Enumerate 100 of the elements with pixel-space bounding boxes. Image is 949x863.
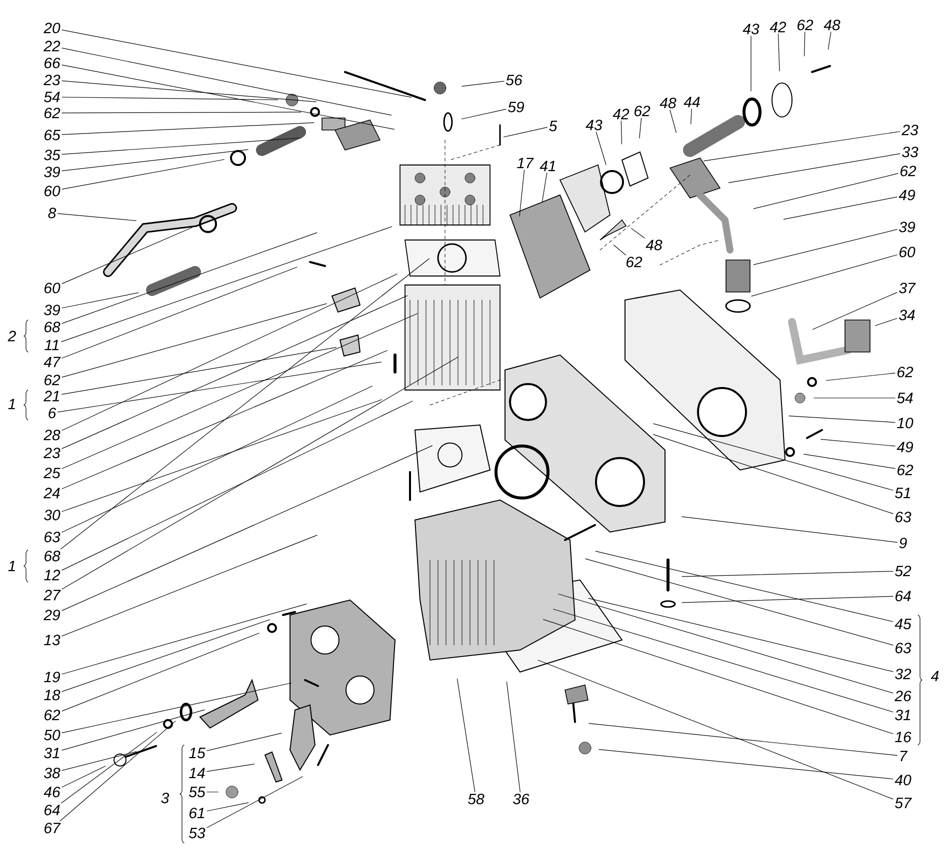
- callout-number: 31: [895, 710, 910, 720]
- callout-number: 30: [44, 510, 60, 520]
- callout-number: 59: [508, 102, 524, 112]
- callout-number: 27: [44, 590, 61, 600]
- leader-line: [206, 802, 249, 812]
- callout-number: 35: [44, 150, 60, 160]
- leader-line: [620, 120, 622, 144]
- group-number: 3: [161, 792, 170, 804]
- leader-line: [631, 228, 645, 238]
- callout-number: 54: [44, 92, 60, 102]
- callout-number: 62: [626, 256, 642, 268]
- leader-line: [62, 138, 302, 155]
- leader-line: [750, 36, 752, 92]
- leader-line: [62, 534, 318, 636]
- leader-line: [62, 112, 302, 114]
- leader-line: [62, 347, 336, 395]
- leader-line: [61, 732, 158, 804]
- callout-number: 50: [44, 730, 60, 740]
- callout-number: 62: [898, 464, 914, 476]
- leader-line: [206, 764, 254, 772]
- leader-line: [704, 131, 900, 162]
- callout-number: 56: [506, 74, 522, 86]
- callout-number: 62: [44, 108, 60, 118]
- group-number: 1: [8, 560, 15, 572]
- leader-line: [639, 118, 642, 138]
- leader-line: [503, 127, 548, 138]
- leader-line: [62, 227, 192, 284]
- callout-number: 12: [44, 570, 60, 580]
- leader-line: [682, 596, 894, 603]
- callout-number: 25: [44, 468, 60, 478]
- leader-line: [62, 445, 432, 611]
- leader-line: [61, 226, 392, 342]
- leader-line: [62, 266, 298, 358]
- leader-line: [804, 32, 806, 56]
- leader-line: [62, 399, 382, 512]
- leader-line: [58, 213, 136, 221]
- leader-line: [62, 313, 418, 469]
- callout-number: 43: [586, 120, 602, 130]
- callout-number: 31: [44, 748, 60, 758]
- callout-number: 62: [634, 106, 650, 116]
- callout-number: 68: [44, 550, 60, 562]
- callout-number: 47: [44, 356, 61, 368]
- callout-number: 64: [44, 804, 60, 816]
- callout-number: 49: [898, 190, 916, 200]
- callout-number: 58: [468, 794, 484, 804]
- callout-number: 49: [896, 442, 914, 452]
- leader-line: [62, 80, 316, 102]
- callout-number: 64: [896, 590, 911, 602]
- leader-line: [461, 108, 506, 120]
- callout-number: 40: [894, 774, 912, 786]
- leader-line: [783, 196, 898, 220]
- group-number: 4: [930, 670, 939, 682]
- leader-line: [62, 350, 388, 490]
- callout-number: 62: [798, 20, 814, 30]
- callout-number: 63: [896, 512, 912, 522]
- leader-line: [62, 274, 398, 431]
- callout-number: 39: [44, 304, 60, 316]
- leader-line: [875, 318, 898, 326]
- callout-number: 39: [44, 166, 60, 178]
- leader-line: [456, 678, 476, 792]
- callout-number: 60: [900, 246, 916, 258]
- callout-number: 10: [897, 418, 914, 428]
- callout-number: 23: [902, 124, 918, 136]
- callout-number: 32: [895, 668, 912, 680]
- leader-line: [60, 258, 430, 550]
- leader-line: [653, 434, 894, 514]
- leader-line: [753, 229, 898, 265]
- callout-number: 48: [824, 20, 840, 30]
- callout-number: 65: [44, 130, 60, 140]
- leader-line: [596, 132, 606, 165]
- callout-number: 8: [48, 208, 56, 218]
- callout-number: 48: [646, 240, 662, 250]
- callout-number: 29: [44, 610, 60, 620]
- callout-number: 41: [540, 160, 556, 172]
- leader-line: [753, 173, 898, 209]
- leader-line: [62, 30, 412, 98]
- leader-line: [62, 766, 106, 788]
- group-number: 1: [8, 398, 15, 410]
- callout-number: 44: [684, 96, 700, 108]
- leader-line: [62, 632, 260, 712]
- callout-number: 54: [897, 392, 913, 404]
- leader-line: [506, 682, 520, 792]
- leader-line: [728, 153, 900, 183]
- callout-number: 14: [189, 768, 205, 778]
- leader-line: [820, 439, 896, 446]
- leader-line: [682, 516, 898, 543]
- leader-line: [62, 232, 318, 324]
- callout-number: 36: [513, 794, 530, 804]
- callout-number: 52: [895, 566, 912, 576]
- leader-line: [519, 170, 525, 216]
- callout-number: 21: [44, 390, 60, 402]
- callout-number: 23: [44, 448, 60, 458]
- callout-number: 33: [902, 146, 918, 158]
- callout-number: 62: [898, 366, 914, 378]
- leader-line: [206, 776, 303, 828]
- leader-line: [62, 149, 248, 172]
- leader-line: [62, 710, 205, 750]
- leader-line: [62, 619, 270, 692]
- leader-line: [62, 295, 408, 449]
- callout-number: 11: [44, 340, 59, 350]
